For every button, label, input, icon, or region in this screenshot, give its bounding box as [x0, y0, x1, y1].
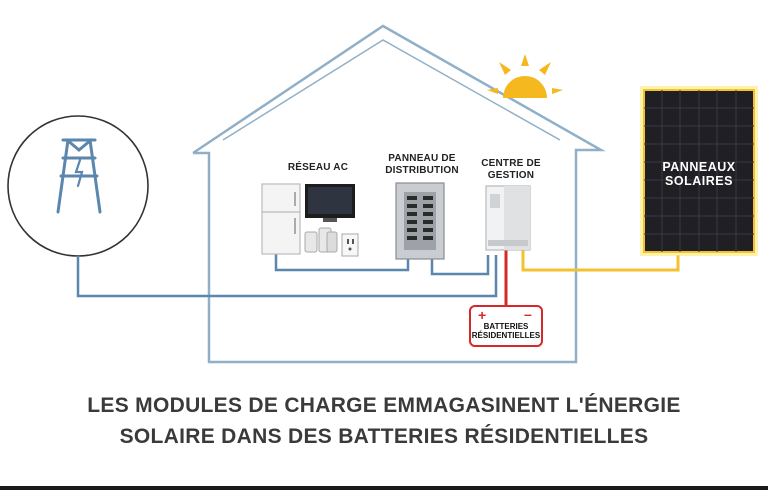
reseau-ac-label: RÉSEAU AC	[287, 162, 349, 173]
centre-gestion-line1: CENTRE DE	[481, 158, 541, 169]
bottom-border	[0, 486, 768, 490]
batteries-line2: RÉSIDENTIELLES	[471, 331, 541, 341]
inverter-icon	[485, 185, 531, 251]
battery-plus: +	[478, 307, 487, 323]
solar-panel	[640, 86, 758, 256]
centre-gestion-label: CENTRE DE GESTION	[476, 158, 546, 181]
panneau-distribution-line2: DISTRIBUTION	[385, 164, 459, 176]
panneau-distribution-label: PANNEAU DE DISTRIBUTION	[382, 153, 462, 176]
fridge-icon	[261, 183, 301, 255]
outlet-icon	[341, 233, 359, 257]
distribution-wire	[430, 255, 490, 276]
sun-icon	[487, 54, 563, 98]
grid-wire	[76, 255, 498, 298]
ac-wire	[274, 250, 410, 272]
tv-icon	[305, 184, 355, 222]
house-outline	[192, 24, 606, 364]
solar-wire	[521, 248, 680, 272]
appliance-icon	[304, 227, 338, 253]
batteries-label: BATTERIES RÉSIDENTIELLES	[470, 322, 542, 340]
caption-line1: LES MODULES DE CHARGE EMMAGASINENT L'ÉNE…	[87, 394, 681, 417]
battery-minus: –	[524, 306, 532, 322]
centre-gestion-line2: GESTION	[487, 169, 535, 181]
breaker-panel-icon	[395, 182, 445, 260]
panneaux-solaires-line2: SOLAIRES	[665, 174, 733, 189]
panneaux-solaires-line1: PANNEAUX	[662, 160, 736, 174]
batteries-line1: BATTERIES	[483, 322, 529, 331]
panneaux-solaires-label: PANNEAUX SOLAIRES	[650, 160, 748, 189]
panneau-distribution-line1: PANNEAU DE	[388, 153, 456, 164]
power-pylon-icon	[56, 138, 102, 214]
battery-box	[469, 305, 543, 347]
caption-line2: SOLAIRE DANS DES BATTERIES RÉSIDENTIELLE…	[119, 425, 649, 448]
